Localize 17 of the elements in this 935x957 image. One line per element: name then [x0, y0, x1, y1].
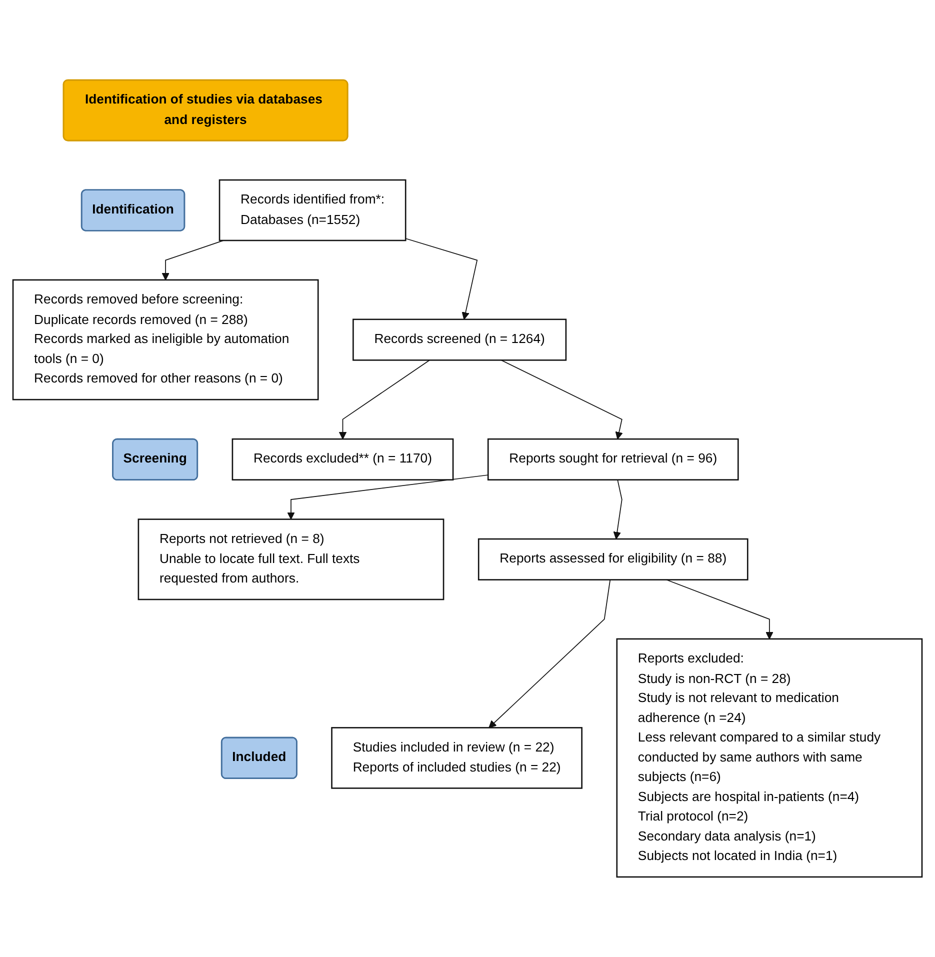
node-box: Studies included in review (n = 22) Reports of included studies (n = 22) [331, 727, 582, 789]
arrow [500, 360, 623, 440]
arrow [666, 579, 774, 640]
node-box: Records screened (n = 1264) [352, 318, 567, 361]
node-box: Records identified from*: Databases (n=1552) [218, 179, 406, 242]
arrow [338, 360, 430, 440]
arrow [287, 474, 489, 520]
node-box: Reports sought for retrieval (n = 96) [487, 438, 739, 480]
node-box: Reports assessed for eligibility (n = 88) [478, 538, 748, 580]
node-box: Records removed before screening: Duplicate records removed (n = 288) Records marked as ineligible by automation tools (n = 0) Records removed for other reasons (n = 0) [12, 279, 319, 400]
node-box: Reports excluded: Study is non-RCT (n = 28) Study is not relevant to medication adherence (n =24) Less relevant compared to a similar study conducted by same authors with same subjects (n=6) Subjects are hospital in-patients (n=4) Trial protocol (n=2) Secondary data analysis (n=1) Subjects not located in India (n=1) [616, 638, 923, 878]
arrow [613, 479, 622, 540]
arrow [488, 579, 611, 728]
arrow [405, 238, 478, 320]
node-box: Records excluded** (n = 1170) [232, 438, 454, 480]
node-box: Reports not retrieved (n = 8) Unable to locate full text. Full texts requested from authors. [138, 518, 444, 600]
arrow [162, 240, 224, 280]
